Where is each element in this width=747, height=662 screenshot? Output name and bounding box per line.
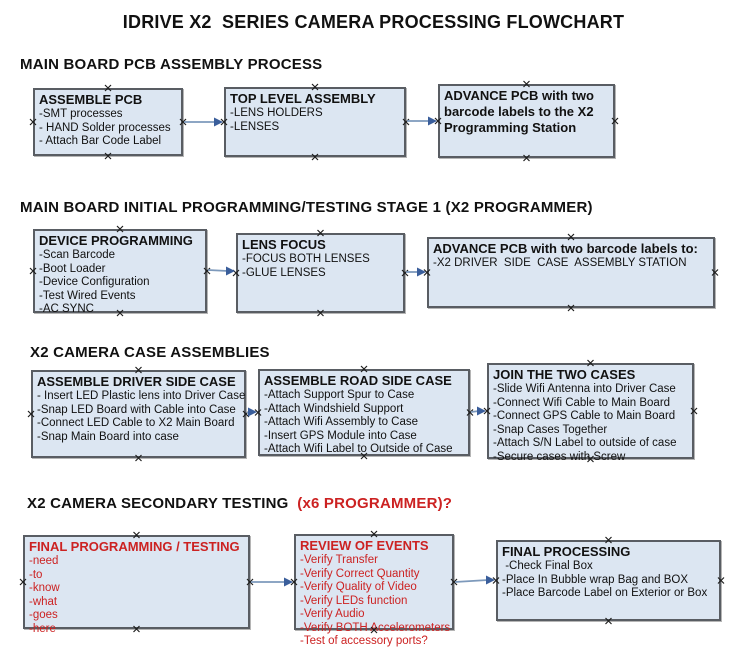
box-title: LENS FOCUS — [242, 237, 326, 252]
box-item: -Secure cases with Screw — [493, 450, 626, 463]
arrowhead-icon — [284, 577, 293, 587]
box-item: -Check Final Box — [502, 560, 593, 572]
box-item: -Verify Correct Quantity — [300, 567, 420, 580]
flow-box-advance-pcb-to-programming-station: ADVANCE PCB with two barcode labels to t… — [438, 84, 615, 158]
section-heading: MAIN BOARD INITIAL PROGRAMMING/TESTING S… — [20, 199, 593, 216]
flow-box-device-programming: DEVICE PROGRAMMING-Scan Barcode-Boot Loa… — [33, 229, 207, 315]
section-heading-text: MAIN BOARD PCB ASSEMBLY PROCESS — [20, 56, 323, 73]
box-item: -Verify Quality of Video — [300, 581, 417, 593]
box-item: -need — [29, 555, 59, 567]
flow-box-final-programming-testing: FINAL PROGRAMMING / TESTING-need-to-know… — [23, 535, 250, 635]
box-title: DEVICE PROGRAMMING — [39, 233, 193, 248]
box-item: -Scan Barcode — [39, 249, 116, 261]
flow-box-assemble-driver-side-case: ASSEMBLE DRIVER SIDE CASE- Insert LED Pl… — [31, 370, 246, 458]
section-heading: X2 CAMERA CASE ASSEMBLIES — [30, 344, 270, 361]
box-item: -know — [29, 582, 60, 594]
box-title: ASSEMBLE DRIVER SIDE CASE — [37, 374, 236, 389]
box-title: ASSEMBLE PCB — [39, 92, 143, 107]
box-item: -Verify BOTH Accelerometers — [300, 621, 451, 634]
box-item: -Attach S/N Label to outside of case — [493, 437, 677, 449]
box-item: -Device Configuration — [39, 276, 150, 288]
arrowhead-icon — [428, 116, 437, 126]
section-heading: X2 CAMERA SECONDARY TESTING (x6 PROGRAMM… — [27, 495, 452, 512]
box-title: FINAL PROCESSING — [502, 544, 631, 559]
box-item: -Attach Windshield Support — [264, 402, 404, 415]
connector-line — [207, 269, 229, 272]
box-item: -Verify Audio — [300, 608, 365, 620]
section-heading-red-text: (x6 PROGRAMMER)? — [292, 495, 453, 512]
box-item: -Slide Wifi Antenna into Driver Case — [493, 383, 676, 395]
box-item: -Test of accessory ports? — [300, 635, 428, 647]
box-item: -what — [29, 595, 58, 608]
box-item: -Place In Bubble wrap Bag and BOX — [502, 573, 689, 586]
box-item: - Insert LED Plastic lens into Driver Ca… — [37, 390, 246, 402]
connector-line — [246, 411, 251, 414]
box-item: -Attach Support Spur to Case — [264, 389, 415, 401]
box-item: -Connect LED Cable to X2 Main Board — [37, 417, 235, 429]
box-item: -LENS HOLDERS — [230, 107, 323, 119]
arrowhead-icon — [248, 407, 257, 417]
box-item: -Attach Wifi Assembly to Case — [264, 416, 419, 428]
box-title: ADVANCE PCB with two barcode labels to t… — [444, 88, 594, 135]
section-heading-text: X2 CAMERA SECONDARY TESTING — [27, 495, 293, 512]
box-item: -X2 DRIVER SIDE CASE ASSEMBLY STATION — [433, 257, 687, 269]
flow-box-join-the-two-cases: JOIN THE TWO CASES-Slide Wifi Antenna in… — [487, 363, 694, 463]
box-title: JOIN THE TWO CASES — [493, 367, 636, 382]
box-item: -Insert GPS Module into Case — [264, 429, 417, 442]
section-heading: MAIN BOARD PCB ASSEMBLY PROCESS — [20, 56, 322, 73]
box-item: -Connect GPS Cable to Main Board — [493, 410, 676, 422]
box-item: -LENSES — [230, 120, 280, 133]
flow-box-final-processing: FINAL PROCESSING -Check Final Box-Place … — [496, 540, 721, 621]
box-item: -FOCUS BOTH LENSES — [242, 253, 370, 265]
flow-box-advance-pcb-to-driver-side-station: ADVANCE PCB with two barcode labels to:-… — [427, 237, 715, 308]
section-heading-text: MAIN BOARD INITIAL PROGRAMMING/TESTING S… — [20, 199, 593, 216]
arrowhead-icon — [486, 575, 495, 585]
flow-box-top-level-assembly: TOP LEVEL ASSEMBLY-LENS HOLDERS-LENSES — [224, 87, 406, 157]
connector-line — [454, 579, 489, 583]
box-title: FINAL PROGRAMMING / TESTING — [29, 539, 240, 554]
box-item: -Snap LED Board with Cable into Case — [37, 403, 236, 416]
box-item: -Connect Wifi Cable to Main Board — [493, 396, 671, 409]
box-title: REVIEW OF EVENTS — [300, 538, 429, 553]
flow-box-review-of-events: REVIEW OF EVENTS-Verify Transfer-Verify … — [294, 534, 454, 647]
arrowhead-icon — [226, 266, 235, 276]
section-heading-text: X2 CAMERA CASE ASSEMBLIES — [30, 344, 270, 361]
connector-line — [470, 410, 480, 413]
box-item: -Boot Loader — [39, 262, 106, 275]
box-item: -Verify Transfer — [300, 554, 378, 566]
box-title: ADVANCE PCB with two barcode labels to: — [433, 241, 698, 256]
box-item: -Test Wired Events — [39, 289, 136, 302]
arrowhead-icon — [214, 117, 223, 127]
arrowhead-icon — [477, 406, 486, 416]
box-item: -Place Barcode Label on Exterior or Box — [502, 587, 708, 599]
box-item: -SMT processes — [39, 108, 123, 120]
flow-box-assemble-pcb: ASSEMBLE PCB-SMT processes- HAND Solder … — [33, 88, 183, 156]
box-item: -Snap Main Board into case — [37, 430, 179, 443]
arrowhead-icon — [417, 267, 426, 277]
box-item: -GLUE LENSES — [242, 266, 326, 279]
box-item: -to — [29, 568, 43, 581]
flow-box-lens-focus: LENS FOCUS-FOCUS BOTH LENSES-GLUE LENSES — [236, 233, 405, 313]
box-item: -goes — [29, 609, 58, 621]
box-item: -Snap Cases Together — [493, 423, 608, 436]
flowchart-title: IDRIVE X2 SERIES CAMERA PROCESSING FLOWC… — [122, 12, 625, 32]
flow-box-assemble-road-side-case: ASSEMBLE ROAD SIDE CASE-Attach Support S… — [258, 369, 470, 456]
box-item: -AC SYNC — [39, 303, 94, 315]
box-title: ASSEMBLE ROAD SIDE CASE — [264, 373, 452, 388]
box-item: - HAND Solder processes — [39, 121, 171, 134]
box-item: - Attach Bar Code Label — [39, 135, 162, 147]
box-item: -here — [29, 622, 56, 635]
box-item: -Attach Wifi Label to Outside of Case — [264, 443, 453, 455]
box-item: -Verify LEDs function — [300, 594, 408, 607]
box-title: TOP LEVEL ASSEMBLY — [230, 91, 376, 106]
